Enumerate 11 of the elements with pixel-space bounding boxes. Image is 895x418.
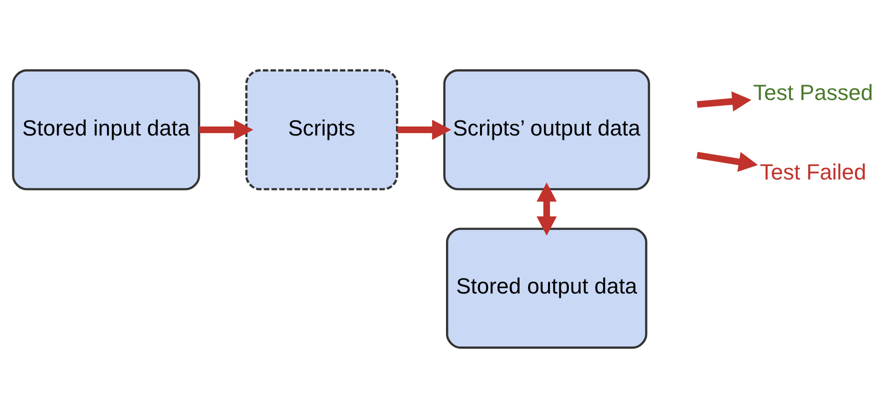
arrow xyxy=(696,152,758,172)
arrow xyxy=(199,120,254,140)
arrow xyxy=(696,91,752,112)
arrow xyxy=(536,182,557,236)
node-box: Scripts’ output data xyxy=(443,69,650,190)
node-box: Stored output data xyxy=(446,228,648,349)
arrow xyxy=(397,120,452,140)
node-box: Stored input data xyxy=(12,69,200,190)
node-text: Test Failed xyxy=(760,159,866,184)
node-box: Scripts xyxy=(245,69,398,190)
node-text: Test Passed xyxy=(753,80,874,106)
